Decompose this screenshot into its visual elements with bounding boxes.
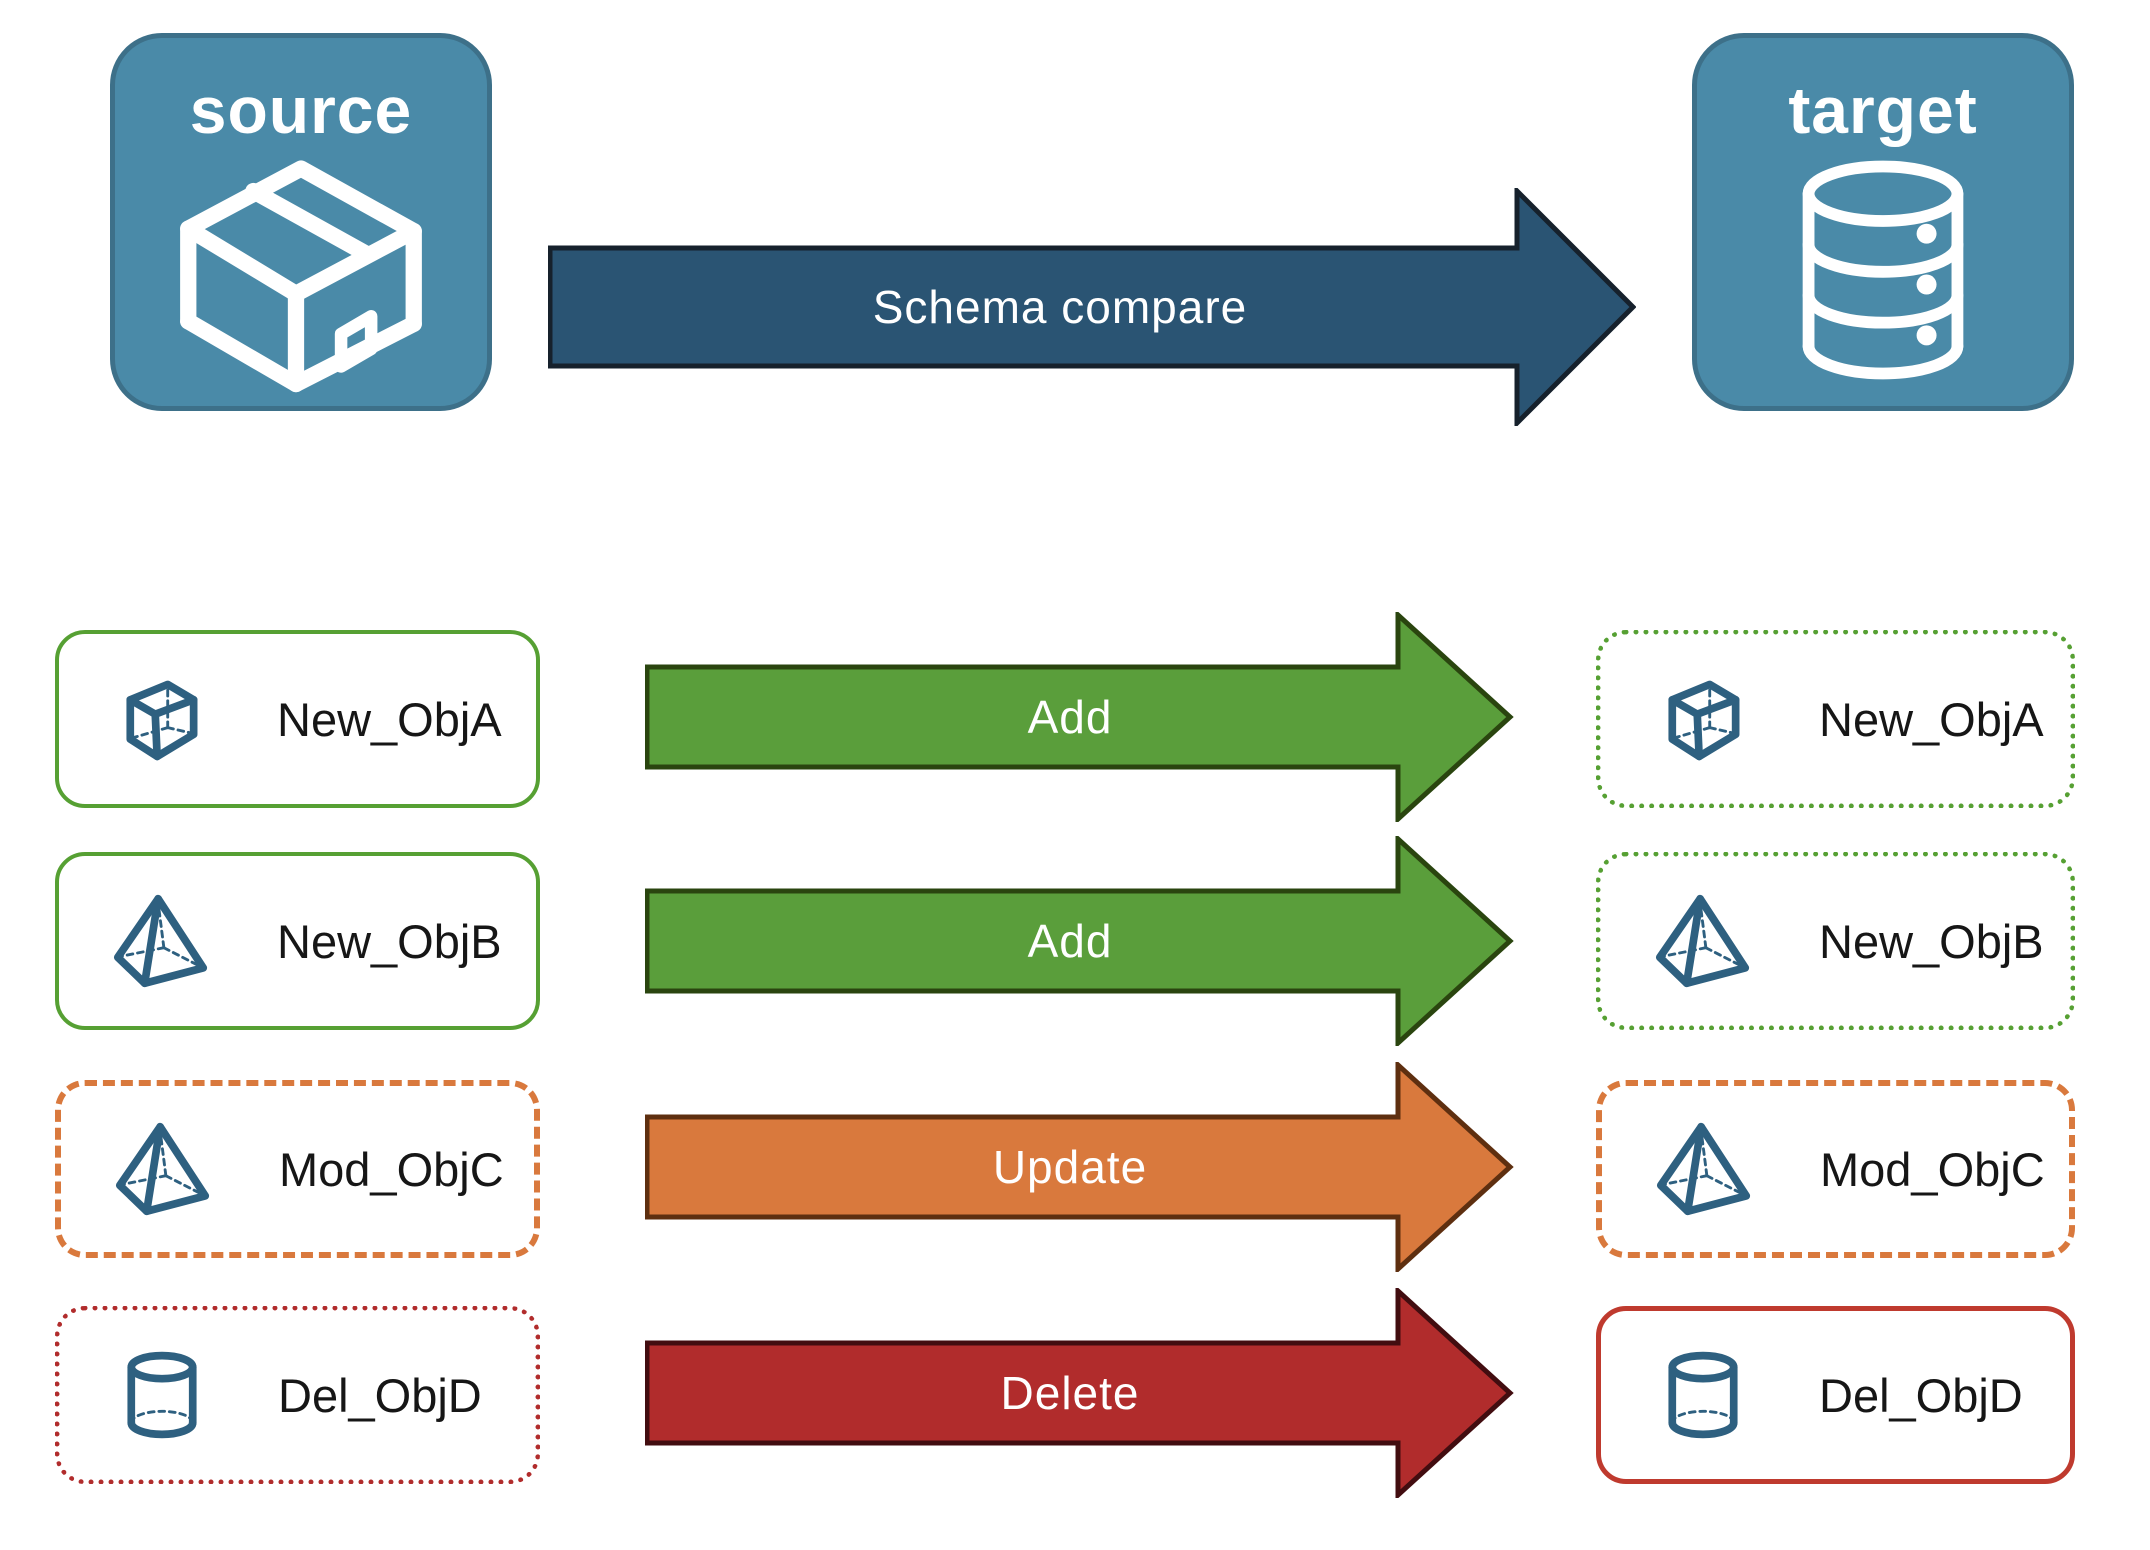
target-title: target	[1788, 73, 1978, 147]
target-object-del-objd: Del_ObjD	[1596, 1306, 2075, 1484]
add-arrow-label: Add	[1028, 915, 1113, 967]
update-arrow: Update	[644, 1059, 1515, 1277]
object-label: Mod_ObjC	[1820, 1142, 2045, 1196]
object-label: New_ObjB	[1819, 914, 2044, 968]
object-label: New_ObjA	[277, 692, 502, 746]
object-label: New_ObjB	[277, 914, 502, 968]
pyramid-icon	[1655, 894, 1750, 988]
add-arrow-row2: Add	[644, 833, 1515, 1051]
object-label: Mod_ObjC	[279, 1142, 504, 1196]
object-label: New_ObjA	[1819, 692, 2044, 746]
target-panel: target	[1692, 33, 2074, 411]
package-icon	[180, 160, 422, 393]
add-arrow-row1: Add	[644, 609, 1515, 827]
cylinder-icon	[1668, 1351, 1738, 1439]
schema-compare-label: Schema compare	[873, 281, 1248, 333]
source-title: source	[189, 73, 413, 147]
object-label: Del_ObjD	[278, 1368, 482, 1422]
cylinder-icon	[127, 1351, 197, 1439]
add-arrow-label: Add	[1028, 691, 1113, 743]
target-object-new-objb: New_ObjB	[1596, 852, 2075, 1030]
source-object-del-objd: Del_ObjD	[55, 1306, 540, 1484]
source-object-new-obja: New_ObjA	[55, 630, 540, 808]
pyramid-icon	[115, 1122, 210, 1216]
cube-icon	[126, 680, 198, 761]
source-panel: source	[110, 33, 492, 411]
pyramid-icon	[1656, 1122, 1751, 1216]
source-object-new-objb: New_ObjB	[55, 852, 540, 1030]
database-icon	[1802, 160, 1964, 380]
target-object-new-obja: New_ObjA	[1596, 630, 2075, 808]
schema-compare-arrow: Schema compare	[547, 184, 1637, 431]
target-object-mod-objc: Mod_ObjC	[1596, 1080, 2075, 1258]
cube-icon	[1668, 680, 1740, 761]
object-label: Del_ObjD	[1819, 1368, 2023, 1422]
pyramid-icon	[113, 894, 208, 988]
update-arrow-label: Update	[993, 1141, 1147, 1193]
delete-arrow-label: Delete	[1001, 1367, 1140, 1419]
delete-arrow: Delete	[644, 1285, 1515, 1503]
source-object-mod-objc: Mod_ObjC	[55, 1080, 540, 1258]
